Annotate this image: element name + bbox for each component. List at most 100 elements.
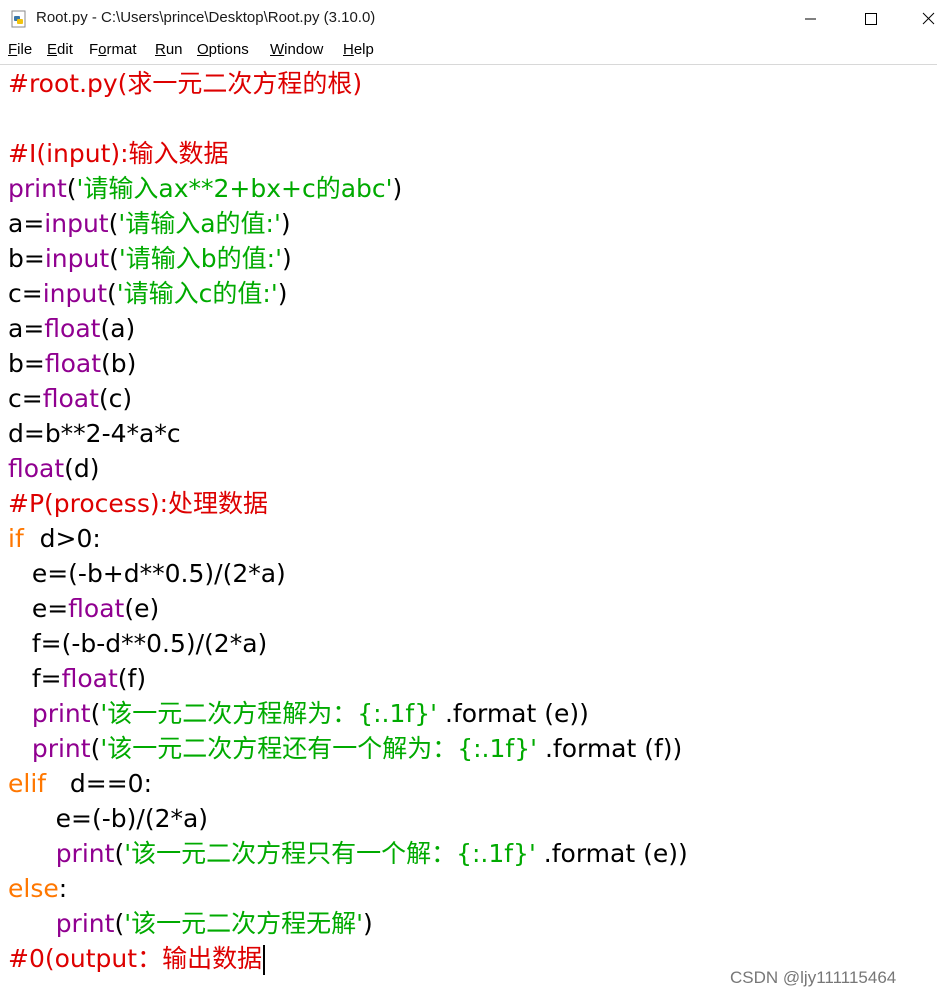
code-line[interactable]: #P(process):处理数据 [8,486,268,521]
code-token: f=(-b-d**0.5)/(2*a) [8,629,268,658]
code-line[interactable]: print('该一元二次方程无解') [8,906,373,941]
builtin-token: input [42,279,108,308]
menu-help[interactable]: Help [343,41,374,58]
keyword-token: elif [8,769,47,798]
window-title: Root.py - C:\Users\prince\Desktop\Root.p… [36,9,376,26]
code-line[interactable]: a=input('请输入a的值:') [8,206,291,241]
code-line[interactable]: print('该一元二次方程解为：{:.1f}' .format (e)) [8,696,589,731]
code-line[interactable]: print('该一元二次方程只有一个解：{:.1f}' .format (e)) [8,836,688,871]
text-cursor [263,945,266,975]
builtin-token: input [44,209,109,238]
code-token: d=b**2-4*a*c [8,419,181,448]
menu-edit[interactable]: Edit [47,41,73,58]
code-line[interactable]: elif d==0: [8,766,152,801]
string-token: '请输入c的值:' [116,279,278,308]
menu-format[interactable]: Format [89,41,137,58]
builtin-token: float [61,664,118,693]
code-line[interactable]: c=input('请输入c的值:') [8,276,287,311]
code-line[interactable]: e=(-b+d**0.5)/(2*a) [8,556,286,591]
builtin-token: print [31,699,91,728]
minimize-icon[interactable] [788,0,834,38]
code-token: e= [8,594,69,623]
code-line[interactable]: #0(output：输出数据 [8,941,266,976]
string-token: '请输入a的值:' [118,209,281,238]
code-line[interactable]: f=float(f) [8,661,146,696]
code-token: e=(-b)/(2*a) [8,804,209,833]
builtin-token: float [68,594,125,623]
code-line[interactable]: float(d) [8,451,100,486]
code-token: : [58,874,68,903]
code-token: a= [8,209,45,238]
code-token: ) [281,244,292,273]
menu-run[interactable]: Run [155,41,183,58]
menu-options[interactable]: Options [197,41,249,58]
builtin-token: print [8,174,67,203]
code-token: b= [8,349,45,378]
code-token: d>0: [23,524,101,553]
code-line[interactable]: #I(input):输入数据 [8,136,229,171]
menu-window[interactable]: Window [270,41,324,58]
code-token: .format (e)) [437,699,589,728]
code-line[interactable]: b=float(b) [8,346,136,381]
code-token: .format (e)) [535,839,688,868]
code-token: a= [8,314,45,343]
keyword-token: if [8,524,24,553]
code-token: ) [362,909,373,938]
code-token: ( [108,209,119,238]
maximize-icon[interactable] [848,0,894,38]
title-bar[interactable]: Root.py - C:\Users\prince\Desktop\Root.p… [0,0,937,38]
code-token: e=(-b+d**0.5)/(2*a) [8,559,286,588]
python-file-icon [11,10,26,28]
builtin-token: float [44,349,101,378]
code-token: c= [8,384,43,413]
code-line[interactable]: print('该一元二次方程还有一个解为：{:.1f}' .format (f)… [8,731,682,766]
code-token: c= [8,279,43,308]
code-token [8,734,32,763]
code-line[interactable]: c=float(c) [8,381,132,416]
keyword-token: else [8,874,59,903]
comment-token: #root.py(求一元二次方程的根) [8,69,363,98]
builtin-token: print [31,734,91,763]
code-token: ) [277,279,288,308]
code-token: (d) [64,454,100,483]
code-line[interactable]: d=b**2-4*a*c [8,416,181,451]
comment-token: #P(process):处理数据 [8,489,269,518]
code-token: d==0: [46,769,153,798]
menu-bar: File Edit Format Run Options Window Help [0,38,937,65]
code-token: ) [280,209,291,238]
comment-token: #0(output：输出数据 [8,944,263,973]
string-token: '请输入ax**2+bx+c的abc' [76,174,393,203]
code-line[interactable]: e=float(e) [8,591,159,626]
code-line[interactable]: else: [8,871,67,906]
string-token: '该一元二次方程解为：{:.1f}' [100,699,437,728]
code-line[interactable]: #root.py(求一元二次方程的根) [8,66,362,101]
code-line[interactable]: if d>0: [8,521,101,556]
menu-file[interactable]: File [8,41,33,58]
code-token: (a) [100,314,136,343]
code-line[interactable]: e=(-b)/(2*a) [8,801,208,836]
code-token: ( [107,279,117,308]
builtin-token: float [42,384,99,413]
code-token: (e) [124,594,160,623]
code-token: ( [114,839,125,868]
code-token: ( [114,909,125,938]
code-line[interactable]: f=(-b-d**0.5)/(2*a) [8,626,267,661]
code-line[interactable]: a=float(a) [8,311,135,346]
builtin-token: print [55,839,115,868]
code-token: ( [90,734,101,763]
string-token: '该一元二次方程只有一个解：{:.1f}' [124,839,536,868]
close-icon[interactable] [900,0,937,38]
code-token: (f) [117,664,147,693]
code-line[interactable]: b=input('请输入b的值:') [8,241,292,276]
code-token: ) [392,174,403,203]
code-line[interactable]: print('请输入ax**2+bx+c的abc') [8,171,402,206]
comment-token: #I(input):输入数据 [8,139,229,168]
builtin-token: print [55,909,115,938]
code-token [8,699,32,728]
code-token [8,909,56,938]
code-token: f= [8,664,62,693]
string-token: '该一元二次方程还有一个解为：{:.1f}' [100,734,537,763]
builtin-token: float [8,454,65,483]
code-token: (b) [101,349,137,378]
